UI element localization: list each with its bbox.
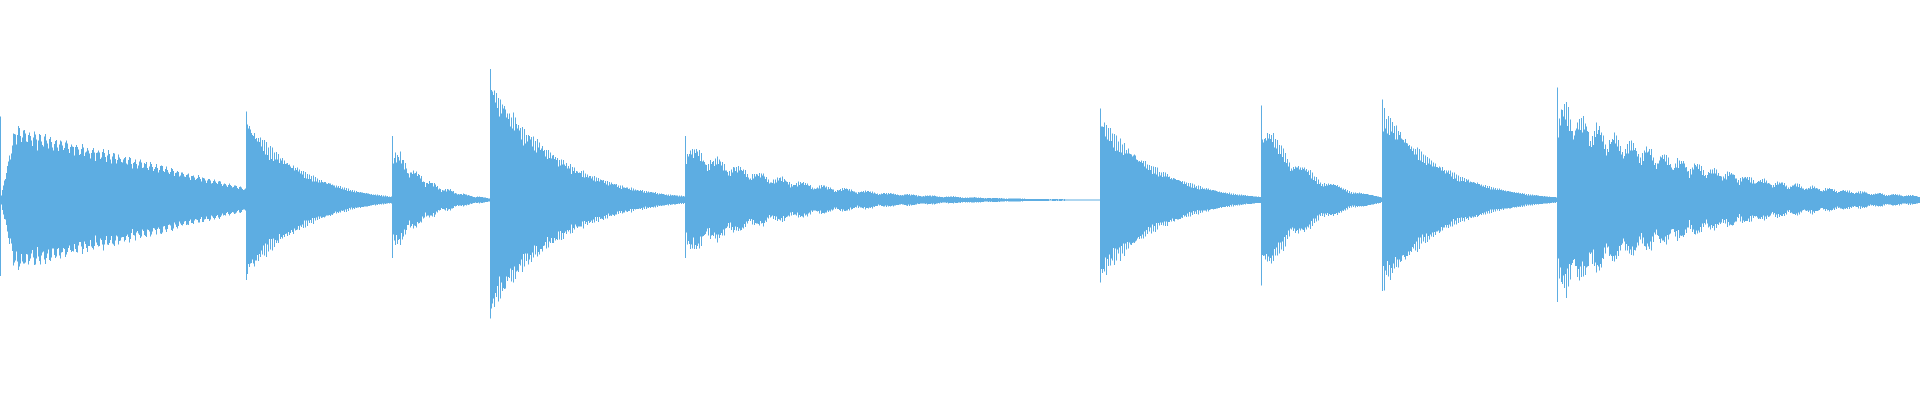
waveform-samples — [1100, 108, 1261, 283]
waveform-samples — [1557, 87, 1920, 302]
waveform-samples — [490, 69, 685, 319]
waveform-samples — [0, 116, 246, 276]
waveform-note-6 — [1100, 108, 1261, 283]
waveform-note-9 — [1557, 87, 1920, 302]
waveform-samples — [1382, 99, 1557, 291]
waveform-note-0 — [0, 116, 246, 276]
waveform-samples — [246, 111, 392, 280]
waveform-samples — [392, 136, 490, 258]
waveform-note-2 — [392, 136, 490, 258]
waveform-note-1 — [246, 111, 392, 280]
waveform-segments — [0, 69, 1920, 319]
waveform-note-4 — [685, 136, 1071, 258]
waveform-note-7 — [1261, 105, 1382, 286]
waveform-samples — [1261, 105, 1382, 286]
waveform-samples — [685, 136, 1071, 258]
waveform-note-3 — [490, 69, 685, 319]
waveform-note-8 — [1382, 99, 1557, 291]
